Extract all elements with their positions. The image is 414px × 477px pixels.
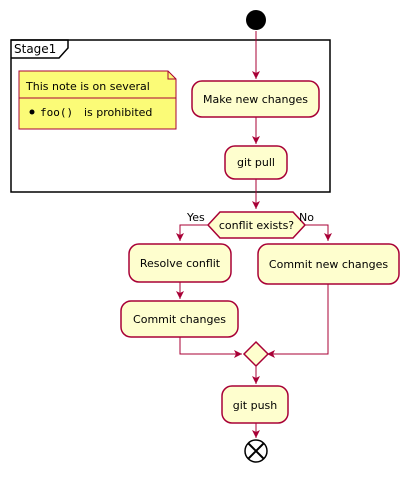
activity-label: Commit changes bbox=[133, 313, 226, 326]
bullet-icon bbox=[29, 109, 35, 115]
activity-make-changes: Make new changes bbox=[191, 80, 320, 118]
activity-git-push: git push bbox=[221, 385, 289, 424]
partition-stage1: Stage1 bbox=[10, 39, 331, 193]
arrow-commit-to-merge bbox=[179, 337, 242, 358]
note-text: is prohibited bbox=[84, 106, 152, 119]
note: This note is on several foo() is prohibi… bbox=[18, 70, 177, 130]
merge-diamond-icon bbox=[242, 340, 270, 368]
decision-no-label: No bbox=[299, 211, 314, 224]
arrow-no-branch bbox=[305, 224, 332, 241]
note-line: This note is on several bbox=[25, 80, 150, 93]
activity-commit-changes: Commit changes bbox=[120, 300, 239, 338]
activity-commit-new: Commit new changes bbox=[257, 243, 400, 285]
arrow-commitnew-to-merge bbox=[267, 284, 329, 358]
decision-yes-label: Yes bbox=[186, 211, 205, 224]
decision-question: conflit exists? bbox=[219, 219, 294, 232]
activity-resolve: Resolve conflit bbox=[128, 243, 232, 283]
note-code: foo() bbox=[40, 106, 73, 119]
decision-conflict: conflit exists? Yes No bbox=[186, 211, 314, 239]
end-node-icon bbox=[244, 439, 268, 463]
activity-git-pull: git pull bbox=[224, 145, 288, 180]
activity-label: git pull bbox=[237, 156, 275, 169]
arrow-yes-branch bbox=[176, 224, 208, 241]
start-node-icon bbox=[246, 10, 266, 30]
activity-label: git push bbox=[233, 399, 278, 412]
activity-label: Commit new changes bbox=[269, 258, 388, 271]
flow-arrows bbox=[176, 31, 332, 438]
activity-label: Make new changes bbox=[203, 93, 308, 106]
partition-title: Stage1 bbox=[14, 42, 56, 56]
activity-label: Resolve conflit bbox=[140, 257, 221, 270]
